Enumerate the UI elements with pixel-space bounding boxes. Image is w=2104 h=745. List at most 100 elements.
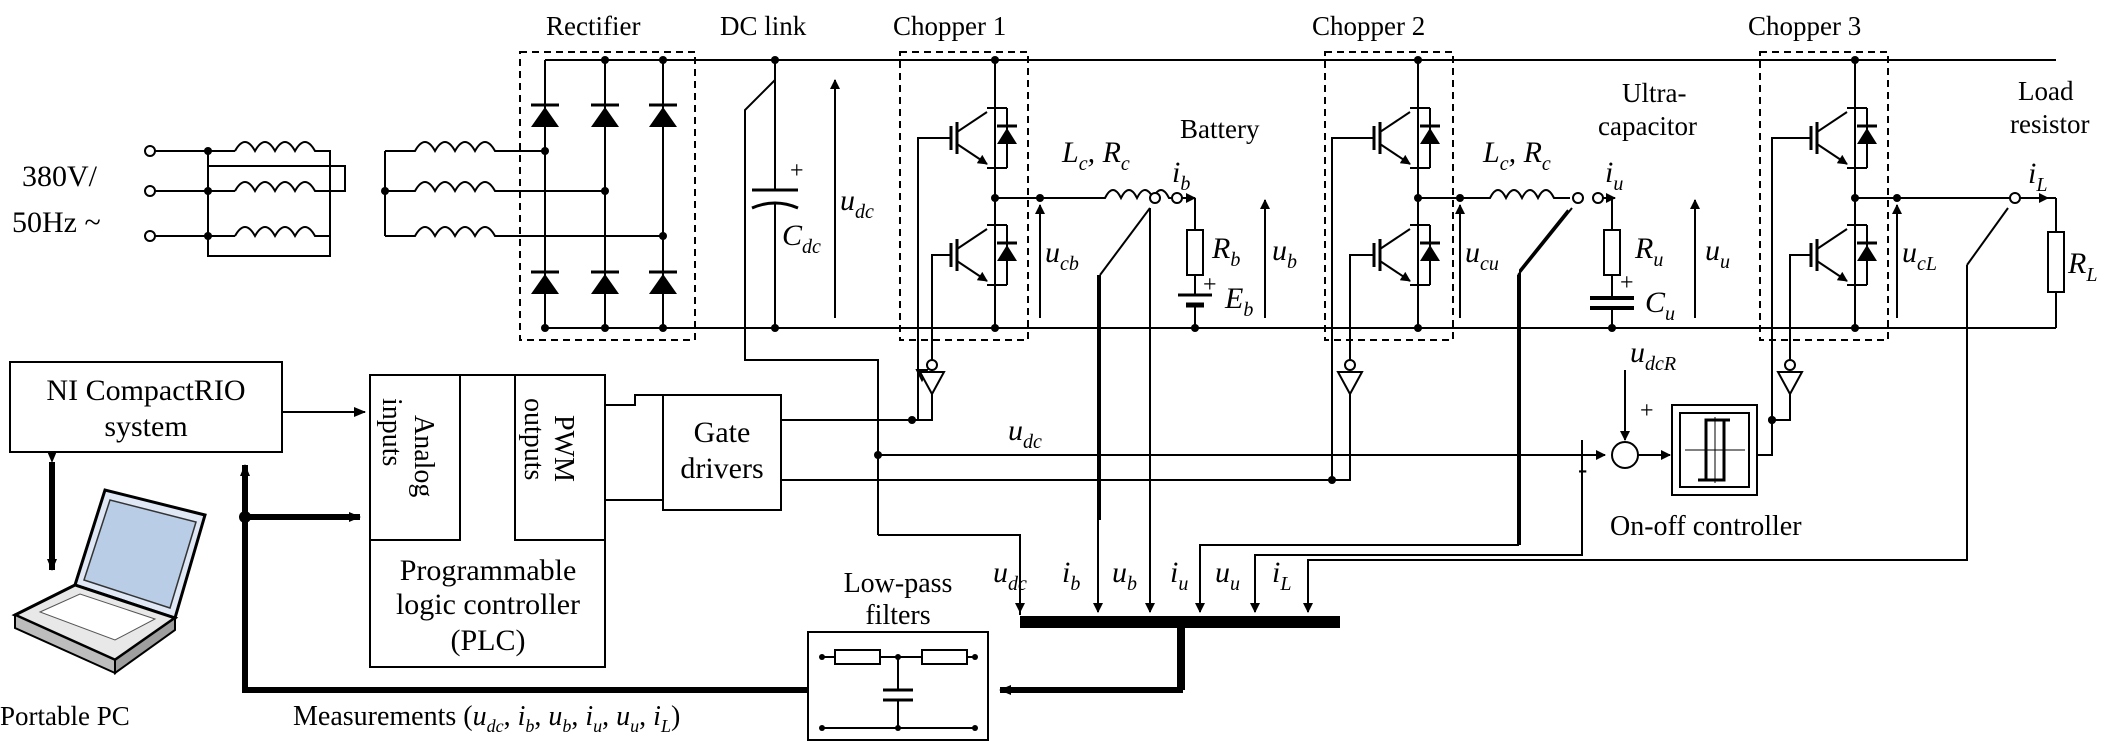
ultracap-label-1: Ultra- xyxy=(1622,78,1686,108)
bus-uu-sub: u xyxy=(1230,573,1240,595)
uu-sub: u xyxy=(1720,251,1730,273)
bus-iu-symbol: i xyxy=(1170,556,1178,589)
analog-inputs-box xyxy=(369,374,461,541)
ucb-symbol: u xyxy=(1045,236,1060,269)
svg-text:ucu: ucu xyxy=(1465,236,1499,275)
ucl-sub: cL xyxy=(1917,253,1937,275)
chopper2-switches xyxy=(1331,56,1440,480)
udc-fb-sub: dc xyxy=(1023,431,1042,453)
branch-load xyxy=(1307,192,2065,610)
udc-fb-symbol: u xyxy=(1008,414,1023,447)
svg-text:ib: ib xyxy=(1062,556,1080,595)
iu-sub: u xyxy=(1613,173,1623,195)
eb-symbol: E xyxy=(1224,282,1243,315)
svg-text:Cdc: Cdc xyxy=(782,219,821,258)
eb-plus: + xyxy=(1203,272,1217,298)
cdc-plus: + xyxy=(790,158,804,184)
measurement-bus xyxy=(878,208,1583,695)
pwm-label-2: outputs xyxy=(518,398,549,480)
svg-text:iu: iu xyxy=(1170,556,1188,595)
rectifier-label: Rectifier xyxy=(546,11,640,41)
ib-sub: b xyxy=(1180,173,1190,195)
low-pass-label-1: Low-pass xyxy=(844,568,953,599)
analog-label-2: inputs xyxy=(376,398,407,466)
ultracap-label-2: capacitor xyxy=(1598,111,1697,141)
measurement-return xyxy=(239,464,808,693)
svg-text:udcR: udcR xyxy=(1630,336,1676,375)
svg-text:Measurements (udc, ib, ub, iu,: Measurements (udc, ib, ub, iu, uu, iL) xyxy=(293,701,680,736)
portable-pc-label: Portable PC xyxy=(0,701,130,731)
svg-text:ib: ib xyxy=(1172,156,1190,195)
chopper2-label: Chopper 2 xyxy=(1312,11,1425,41)
battery-label: Battery xyxy=(1180,114,1260,144)
svg-text:udc: udc xyxy=(840,184,874,223)
svg-text:RL: RL xyxy=(2067,247,2097,286)
gate-drivers-box xyxy=(662,394,782,511)
svg-text:udc: udc xyxy=(993,556,1027,595)
il-symbol: i xyxy=(2028,157,2036,190)
svg-text:Rb: Rb xyxy=(1211,232,1240,271)
svg-text:ub: ub xyxy=(1112,556,1137,595)
sum-plus: + xyxy=(1640,398,1654,424)
pwm-to-driver-wires xyxy=(605,394,1332,501)
plc-label-1: Programmable xyxy=(400,554,577,587)
bus-ib-symbol: i xyxy=(1062,556,1070,589)
ucb-sub: cb xyxy=(1060,253,1079,275)
ru-sub: u xyxy=(1653,249,1663,271)
cu-symbol: C xyxy=(1645,286,1666,319)
ac-source xyxy=(144,141,510,257)
udcr-sub: dcR xyxy=(1645,353,1676,375)
measurements-label: Measurements ( xyxy=(293,701,473,732)
chopper2-box xyxy=(1324,51,1454,341)
svg-text:udc: udc xyxy=(1008,414,1042,453)
udc-symbol: u xyxy=(840,184,855,217)
svg-text:iL: iL xyxy=(1272,556,1291,595)
rectifier-box xyxy=(519,51,696,341)
chopper1-switches xyxy=(917,56,1017,420)
low-pass-filter-circuit xyxy=(819,649,978,731)
plc-label-2: logic controller xyxy=(396,588,580,621)
ni-label-1: NI CompactRIO xyxy=(46,374,245,407)
ucl-symbol: u xyxy=(1902,236,1917,269)
rb-symbol: R xyxy=(1211,232,1230,265)
bus-ub-sub: b xyxy=(1127,573,1137,595)
ub-sub: b xyxy=(1287,251,1297,273)
svg-text:Lc, Rc: Lc, Rc xyxy=(1482,136,1551,175)
on-off-controller xyxy=(1611,370,1776,496)
svg-text:iL: iL xyxy=(2028,157,2047,196)
udc-subscript: dc xyxy=(855,201,874,223)
chopper3-box xyxy=(1759,51,1889,341)
cu-sub: u xyxy=(1665,303,1675,325)
eb-sub: b xyxy=(1243,299,1253,321)
bus-il-symbol: i xyxy=(1272,556,1280,589)
chopper3-label: Chopper 3 xyxy=(1748,11,1861,41)
chopper1-box xyxy=(899,51,1029,341)
lc2-symbol: L xyxy=(1482,136,1500,169)
svg-text:ucL: ucL xyxy=(1902,236,1937,275)
uu-symbol: u xyxy=(1705,234,1720,267)
laptop-icon xyxy=(11,451,207,675)
plc-label-3: (PLC) xyxy=(451,624,526,657)
ib-symbol: i xyxy=(1172,156,1180,189)
il-sub: L xyxy=(2035,174,2047,196)
pwm-label-1: PWM xyxy=(548,415,579,482)
ni-label-2: system xyxy=(104,410,187,443)
ucu-sub: cu xyxy=(1480,253,1499,275)
svg-text:Cu: Cu xyxy=(1645,286,1675,325)
bus-udc-sub: dc xyxy=(1008,573,1027,595)
load-label-2: resistor xyxy=(2010,109,2089,139)
svg-text:Eb: Eb xyxy=(1224,282,1253,321)
bus-udc-symbol: u xyxy=(993,556,1008,589)
rectifier-bridge xyxy=(510,56,2056,332)
cdc-symbol: C xyxy=(782,219,803,252)
dc-link-capacitor xyxy=(744,56,879,535)
gate-buffers xyxy=(908,359,1804,484)
cdc-subscript: dc xyxy=(802,236,821,258)
udc-feedback xyxy=(874,450,1606,460)
rl-symbol: R xyxy=(2067,247,2086,280)
bus-uu-symbol: u xyxy=(1215,556,1230,589)
svg-text:ub: ub xyxy=(1272,234,1297,273)
dc-link-label: DC link xyxy=(720,11,807,41)
analog-label-1: Analog xyxy=(408,415,439,497)
svg-text:uu: uu xyxy=(1705,234,1730,273)
